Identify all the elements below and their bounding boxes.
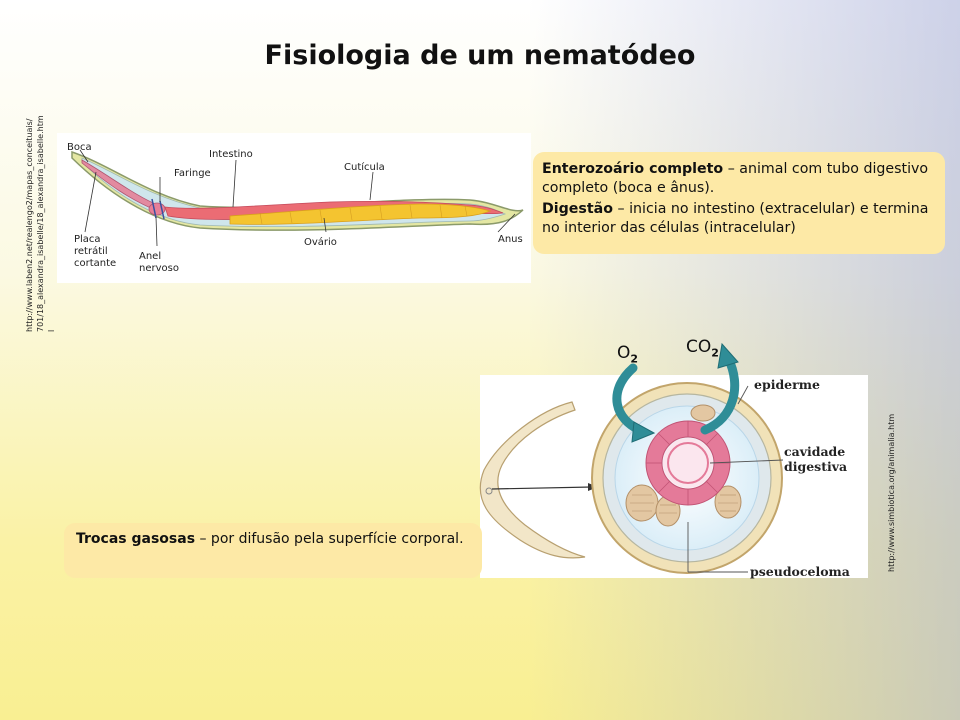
label-anel-1: Anel	[139, 251, 161, 262]
o2-label: O2	[617, 343, 638, 365]
enterozoario-text: – animal com tubo digestivo completo (bo…	[542, 161, 929, 196]
label-cavidade-2: digestiva	[784, 459, 847, 474]
label-epiderme: epiderme	[754, 377, 820, 392]
co2-label: CO2	[686, 337, 719, 359]
page-title: Fisiologia de um nematódeo	[264, 40, 696, 71]
label-anus: Anus	[498, 234, 523, 245]
label-placa-2: retrátil	[74, 245, 108, 257]
digestao-paragraph: Digestão – inicia no intestino (extracel…	[542, 200, 939, 238]
label-faringe: Faringe	[174, 168, 211, 179]
label-cuticula: Cutícula	[344, 161, 385, 173]
label-cavidade-1: cavidade	[784, 444, 845, 459]
label-anel-2: nervoso	[139, 263, 179, 274]
digestive-lumen	[663, 438, 713, 488]
worm-nerve-ring	[151, 198, 157, 219]
worm-drawing: Boca Intestino Faringe Cutícula Placa re…	[67, 142, 524, 274]
label-intestino: Intestino	[209, 149, 253, 160]
trocas-paragraph: Trocas gasosas – por difusão pela superf…	[76, 530, 474, 549]
enterozoario-paragraph: Enterozoário completo – animal com tubo …	[542, 160, 939, 198]
co2-outward-arrow	[700, 353, 740, 435]
digestion-info-box: Enterozoário completo – animal com tubo …	[533, 152, 945, 254]
label-pseudoceloma: pseudoceloma	[750, 564, 850, 579]
label-placa-3: cortante	[74, 258, 116, 269]
o2-symbol: O	[617, 343, 631, 363]
label-boca: Boca	[67, 142, 92, 153]
digestao-term: Digestão	[542, 201, 613, 217]
enterozoario-term: Enterozoário completo	[542, 161, 724, 177]
cross-section-drawing: epiderme cavidade digestiva pseudoceloma	[479, 377, 850, 579]
trocas-text: – por difusão pela superfície corporal.	[195, 531, 464, 547]
co2-subscript: 2	[711, 346, 719, 360]
worm-ovary	[229, 203, 492, 225]
pointer-arrow	[491, 486, 593, 490]
trocas-term: Trocas gasosas	[76, 531, 196, 547]
small-worm-sketch	[479, 401, 586, 559]
gas-exchange-info-box: Trocas gasosas – por difusão pela superf…	[64, 523, 482, 578]
digestao-text: – inicia no intestino (extracelular) e t…	[542, 201, 929, 236]
co2-symbol: CO	[686, 337, 712, 357]
o2-subscript: 2	[630, 352, 639, 366]
label-placa-1: Placa	[74, 234, 101, 245]
gas-exchange-arrows	[612, 342, 740, 443]
label-ovario: Ovário	[304, 236, 337, 248]
worm-nerve-ring-2	[159, 200, 165, 220]
